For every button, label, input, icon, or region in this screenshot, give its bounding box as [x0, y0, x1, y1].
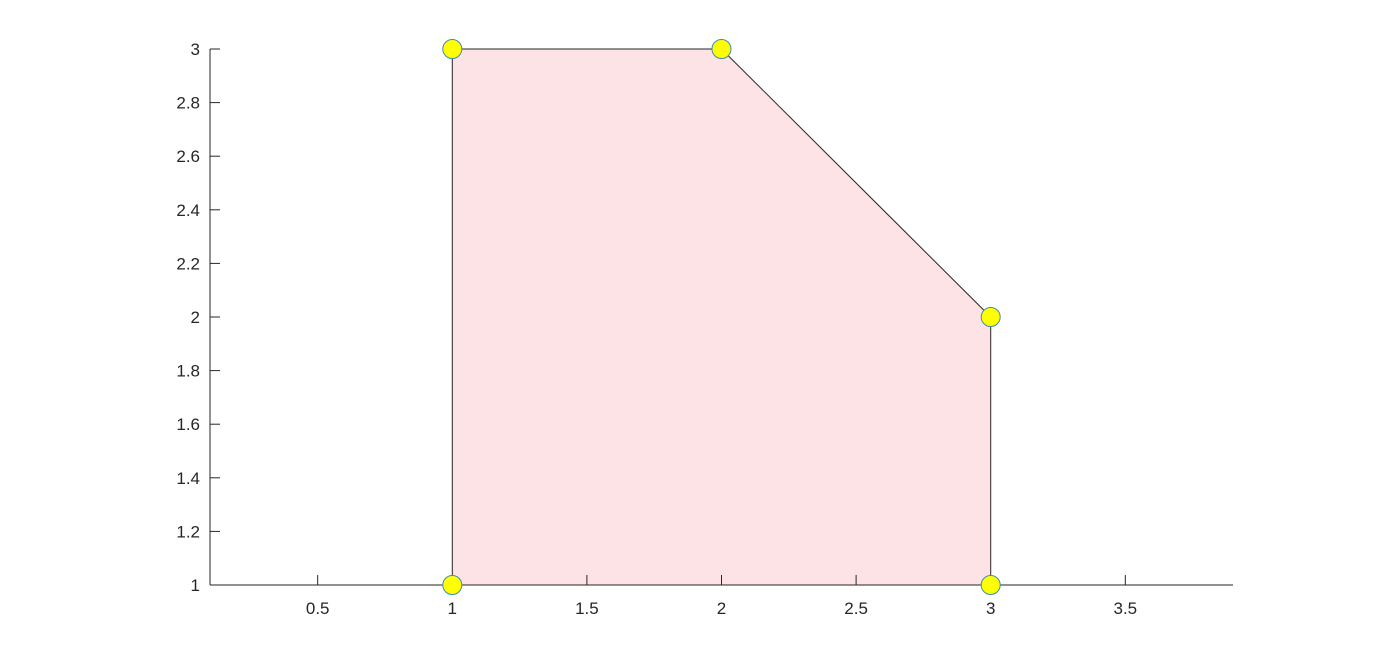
y-tick-label: 2.2 [176, 254, 200, 273]
y-ticks: 1 1.2 1.4 1.6 1.8 2 2.2 2.4 2.6 2.8 3 [176, 40, 220, 595]
y-tick-label: 1 [191, 576, 200, 595]
vertex-point [980, 575, 1001, 595]
vertex-markers [442, 39, 1001, 595]
plot-area [451, 48, 992, 586]
y-tick-label: 2 [191, 308, 200, 327]
x-tick-label: 3.5 [1113, 599, 1137, 618]
x-tick-label: 2.5 [844, 599, 868, 618]
x-tick-label: 0.5 [306, 599, 330, 618]
x-tick-label: 2 [717, 599, 726, 618]
y-tick-label: 2.8 [176, 94, 200, 113]
y-tick-label: 2.6 [176, 147, 200, 166]
y-tick-label: 3 [191, 40, 200, 59]
y-tick-label: 1.4 [176, 469, 200, 488]
x-tick-label: 1 [448, 599, 457, 618]
y-tick-label: 1.8 [176, 362, 200, 381]
vertex-point [442, 39, 463, 59]
y-tick-label: 1.2 [176, 522, 200, 541]
vertex-point [711, 39, 732, 59]
y-tick-label: 2.4 [176, 201, 200, 220]
vertex-point [980, 307, 1001, 327]
x-ticks: 0.5 1 1.5 2 2.5 3 3.5 [306, 575, 1137, 618]
x-tick-label: 1.5 [575, 599, 599, 618]
feasible-region-polygon [451, 48, 992, 586]
x-tick-label: 3 [986, 599, 995, 618]
vertex-point [442, 575, 463, 595]
y-tick-label: 1.6 [176, 415, 200, 434]
